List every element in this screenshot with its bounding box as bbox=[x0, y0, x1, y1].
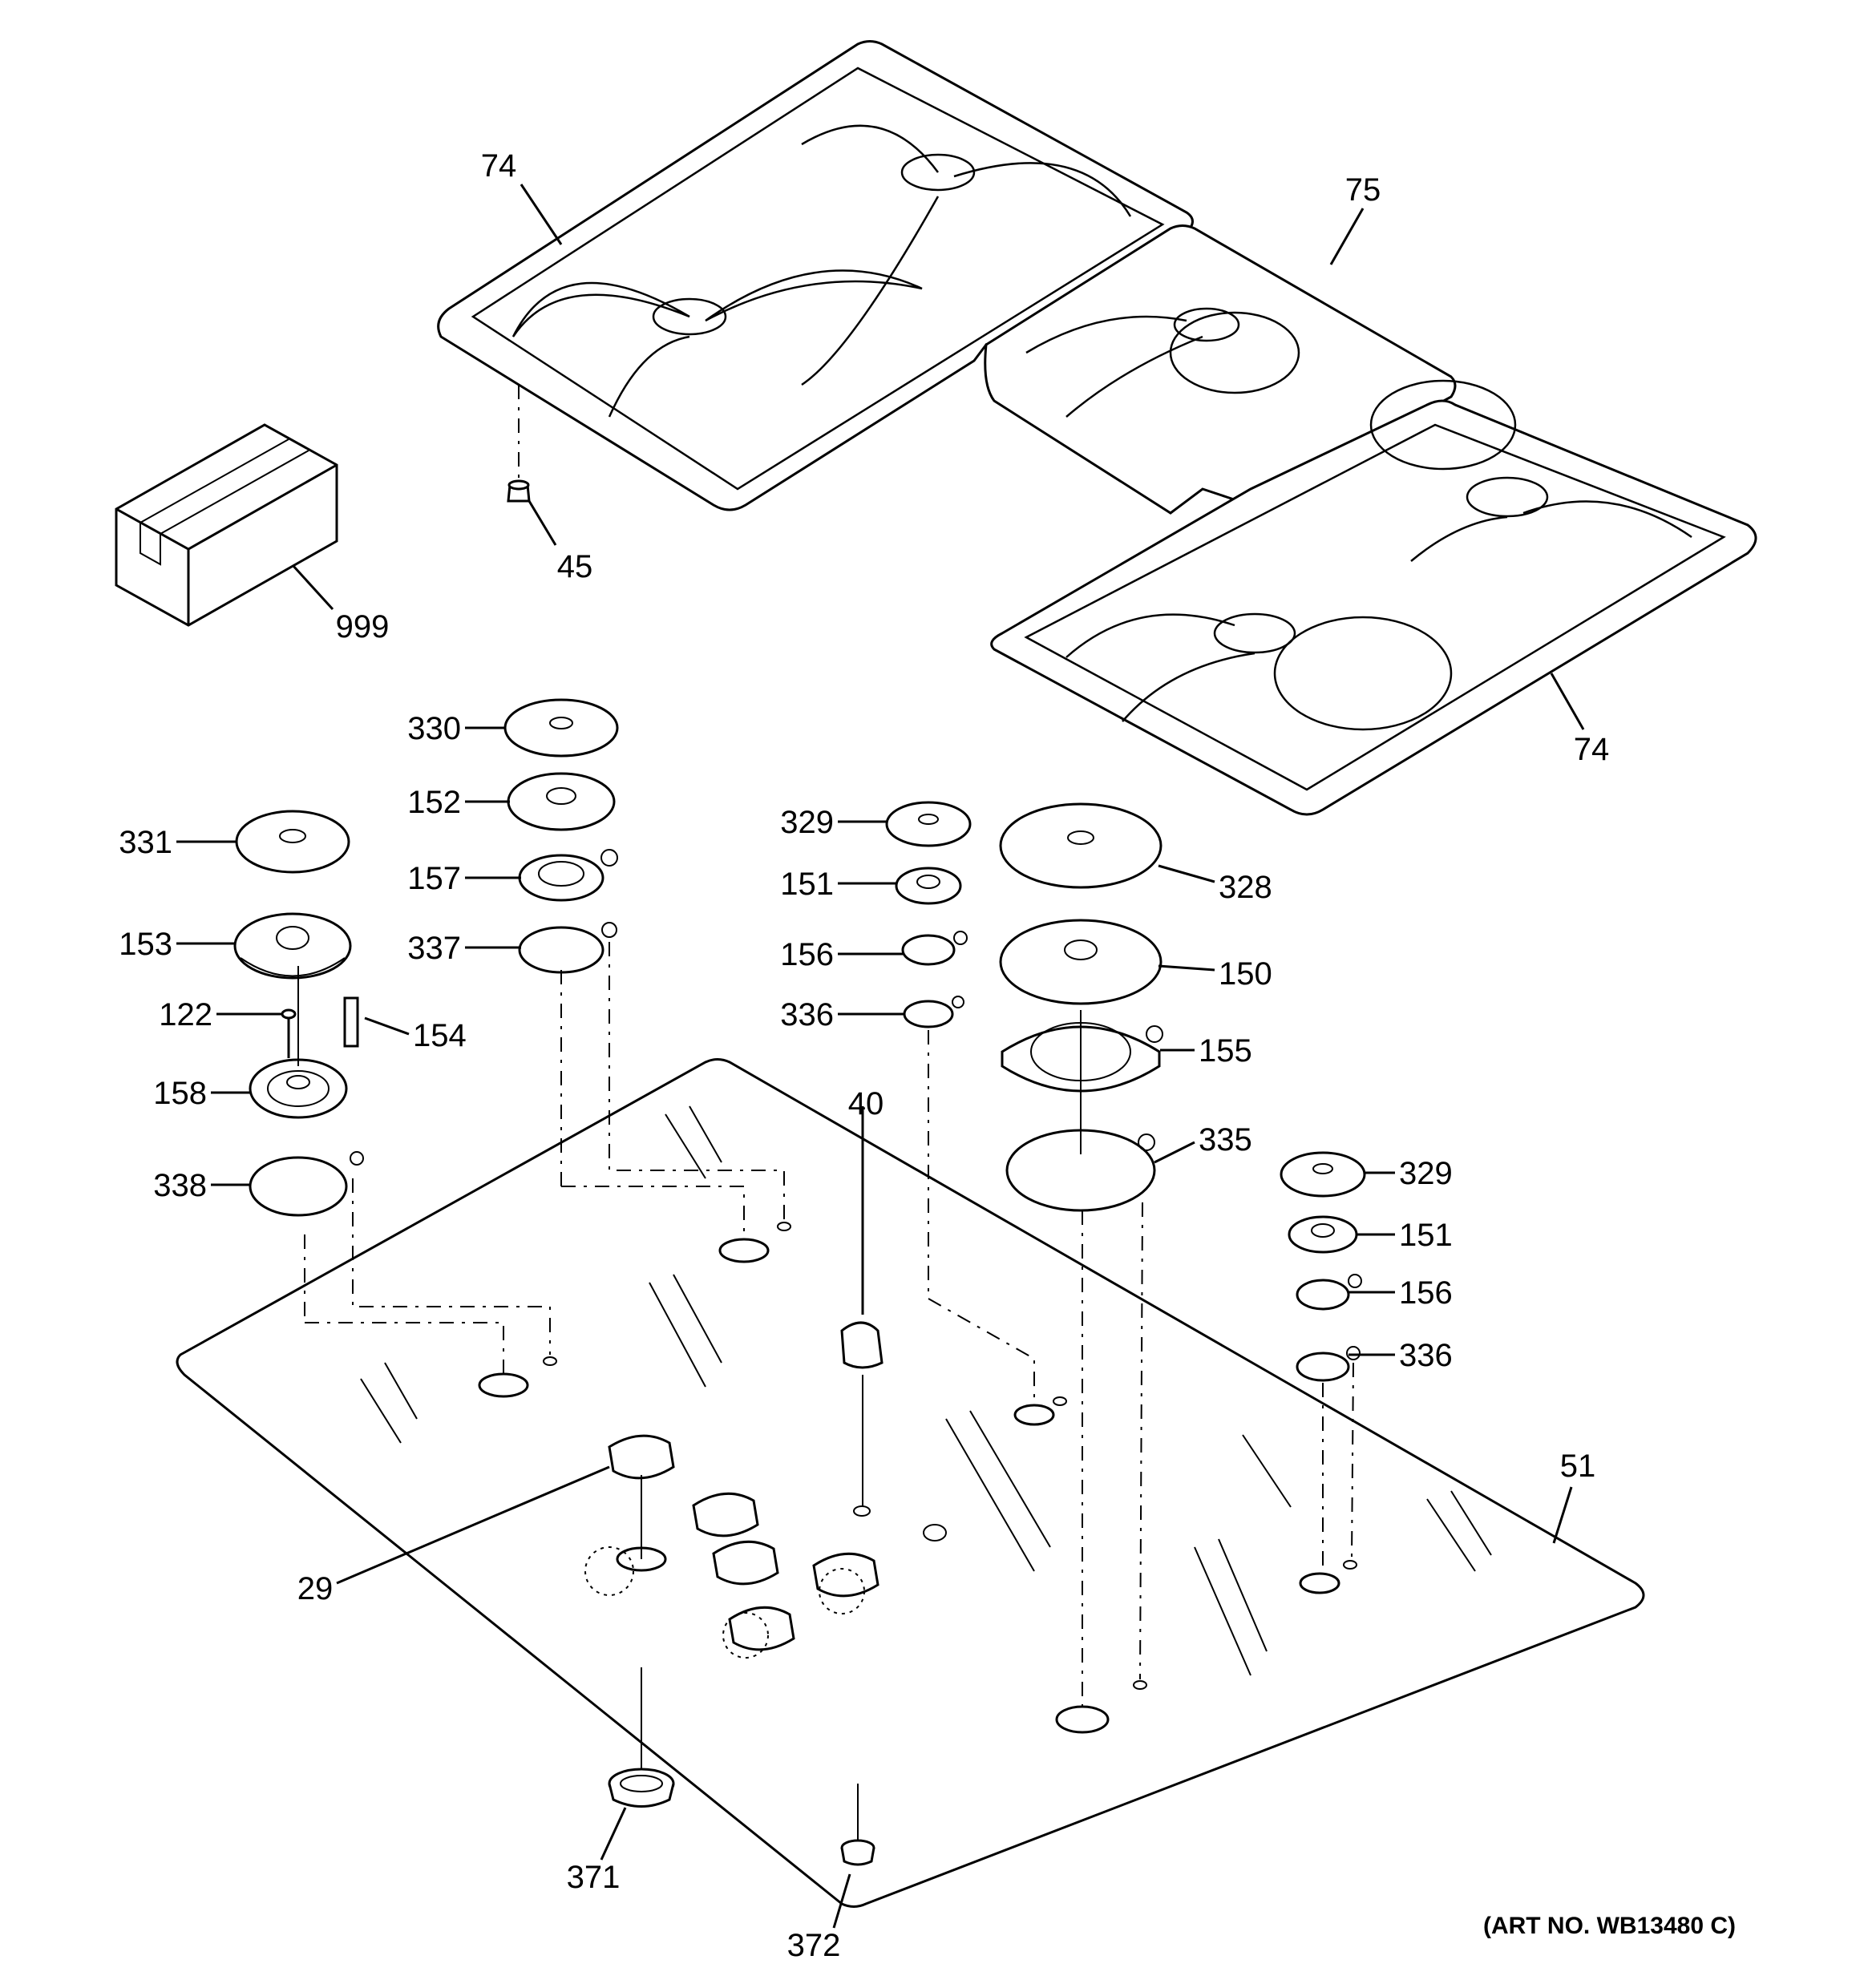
callout-40: 40 bbox=[848, 1086, 884, 1121]
callout-329-right: 329 bbox=[1399, 1156, 1453, 1191]
callout-330: 330 bbox=[407, 711, 461, 746]
callout-331: 331 bbox=[119, 825, 172, 860]
callout-labels: 74 75 74 45 999 330 152 157 337 331 153 … bbox=[119, 148, 1736, 1963]
callout-74-left: 74 bbox=[481, 148, 517, 184]
callout-328: 328 bbox=[1219, 870, 1272, 905]
lock-knob-40 bbox=[840, 1106, 884, 1507]
callout-156-center: 156 bbox=[780, 937, 834, 972]
control-knobs-29 bbox=[584, 1434, 879, 1659]
burner-stack-left bbox=[233, 810, 551, 1375]
callout-155: 155 bbox=[1199, 1033, 1252, 1069]
callout-329-center: 329 bbox=[780, 805, 834, 840]
callout-154: 154 bbox=[413, 1018, 467, 1053]
callout-51: 51 bbox=[1560, 1449, 1596, 1484]
glass-cooktop-51 bbox=[176, 1058, 1645, 1908]
callout-371: 371 bbox=[567, 1860, 621, 1895]
foot-372 bbox=[840, 1784, 875, 1866]
callout-372: 372 bbox=[787, 1928, 841, 1963]
callout-29: 29 bbox=[297, 1571, 334, 1606]
callout-336-right: 336 bbox=[1399, 1338, 1453, 1373]
callout-337: 337 bbox=[407, 931, 461, 966]
callout-153: 153 bbox=[119, 927, 172, 962]
callout-156-right: 156 bbox=[1399, 1275, 1453, 1311]
callout-335: 335 bbox=[1199, 1122, 1252, 1158]
art-number: (ART NO. WB13480 C) bbox=[1483, 1913, 1736, 1939]
callout-75: 75 bbox=[1345, 172, 1381, 208]
callout-151-right: 151 bbox=[1399, 1218, 1453, 1253]
callout-151-center: 151 bbox=[780, 867, 834, 902]
callout-122: 122 bbox=[159, 997, 212, 1032]
callout-158: 158 bbox=[153, 1076, 207, 1111]
burner-stack-right bbox=[1280, 1151, 1366, 1571]
grate-right bbox=[990, 379, 1757, 816]
callout-336-center: 336 bbox=[780, 997, 834, 1032]
callout-338: 338 bbox=[153, 1168, 207, 1203]
callout-150: 150 bbox=[1219, 956, 1272, 992]
callout-152: 152 bbox=[407, 785, 461, 820]
rubber-foot-45 bbox=[507, 385, 531, 503]
callout-74-right: 74 bbox=[1574, 732, 1610, 767]
burner-stack-large bbox=[999, 802, 1163, 1707]
grate-center bbox=[984, 224, 1457, 515]
callout-45: 45 bbox=[557, 549, 593, 584]
literature-box-999 bbox=[115, 423, 338, 627]
burner-stack-center bbox=[885, 801, 1035, 1403]
callout-157: 157 bbox=[407, 861, 461, 896]
grommet-371 bbox=[608, 1667, 675, 1808]
grate-left bbox=[437, 40, 1194, 511]
callout-999: 999 bbox=[336, 609, 390, 644]
leader-lines bbox=[176, 184, 1585, 1929]
